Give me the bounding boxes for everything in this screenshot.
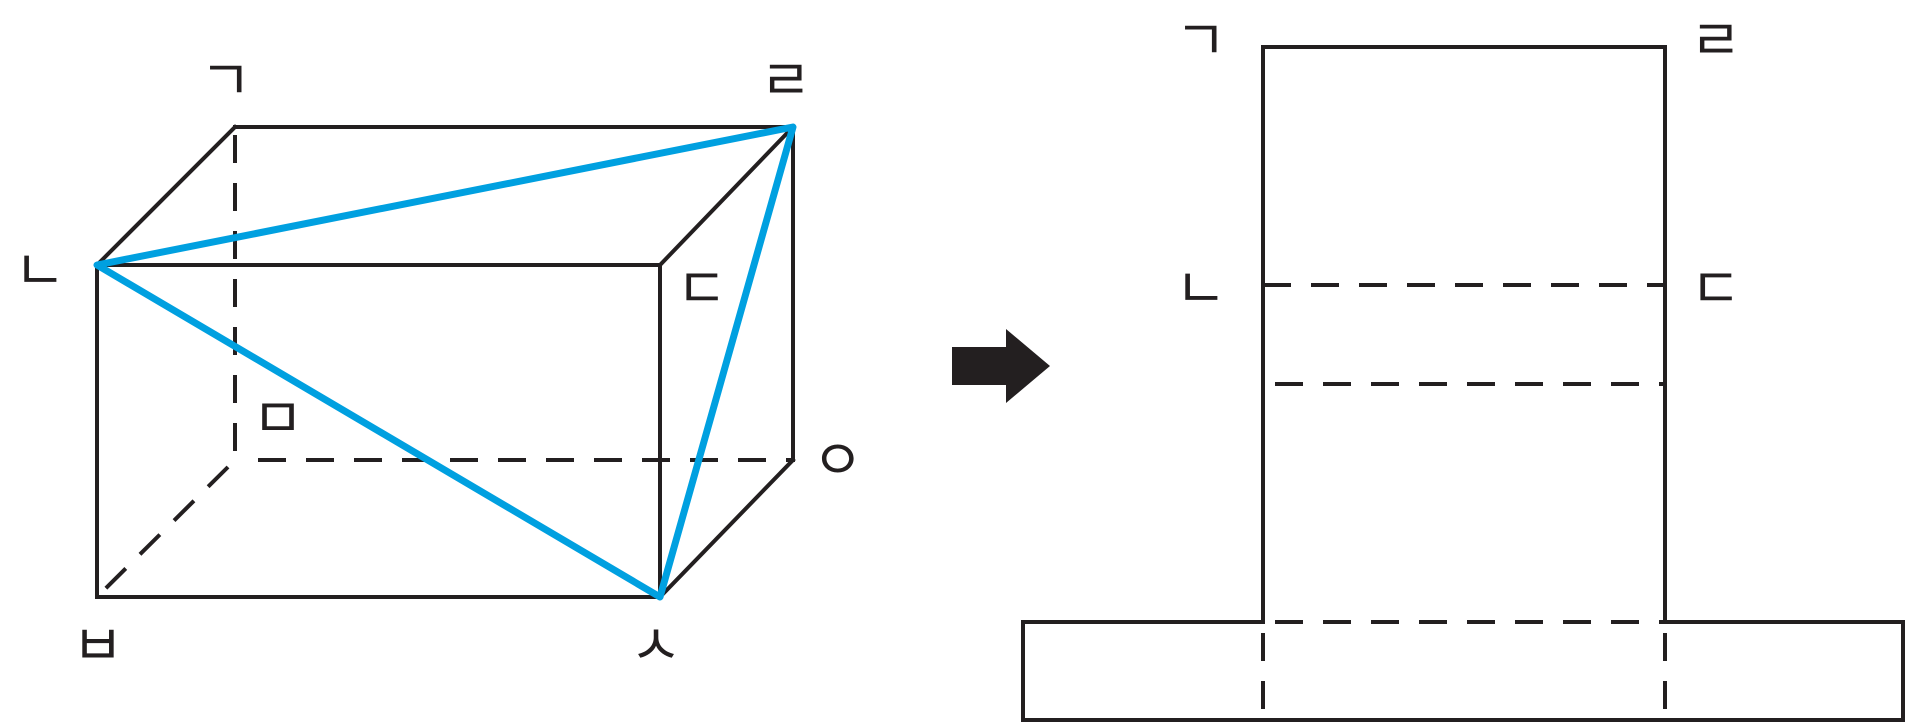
- vertex-label-bieup: ㅂ: [72, 614, 124, 679]
- cuboid-front-face: [95, 263, 662, 599]
- net-label-rieul: ㄹ: [1690, 9, 1742, 74]
- cuboid-edge-top-right: [657, 124, 796, 268]
- cuboid-hidden-edge-diagonal: [98, 465, 230, 596]
- vertex-label-mieum: ㅁ: [252, 387, 304, 452]
- vertex-label-digeut: ㄷ: [676, 257, 728, 322]
- cuboid-edge-top-left: [94, 124, 238, 268]
- vertex-label-ieung: ㅇ: [812, 429, 864, 494]
- net-label-digeut: ㄷ: [1690, 257, 1742, 322]
- cuboid-figure: ㄱ ㄴ ㄷ ㄹ ㅁ ㅂ ㅅ ㅇ: [14, 49, 864, 679]
- net-figure: ㄱ ㄹ ㄴ ㄷ: [1021, 9, 1905, 722]
- cuboid-edge-bottom-right: [657, 457, 796, 600]
- cuboid-cross-section-triangle: [93, 123, 797, 601]
- vertex-label-giyeok: ㄱ: [200, 49, 252, 114]
- vertex-label-nieun: ㄴ: [14, 239, 66, 304]
- net-label-giyeok: ㄱ: [1175, 9, 1227, 74]
- vertex-label-siot: ㅅ: [630, 614, 682, 679]
- net-label-nieun: ㄴ: [1175, 257, 1227, 322]
- right-arrow-icon: [952, 329, 1050, 403]
- vertex-label-rieul: ㄹ: [760, 49, 812, 114]
